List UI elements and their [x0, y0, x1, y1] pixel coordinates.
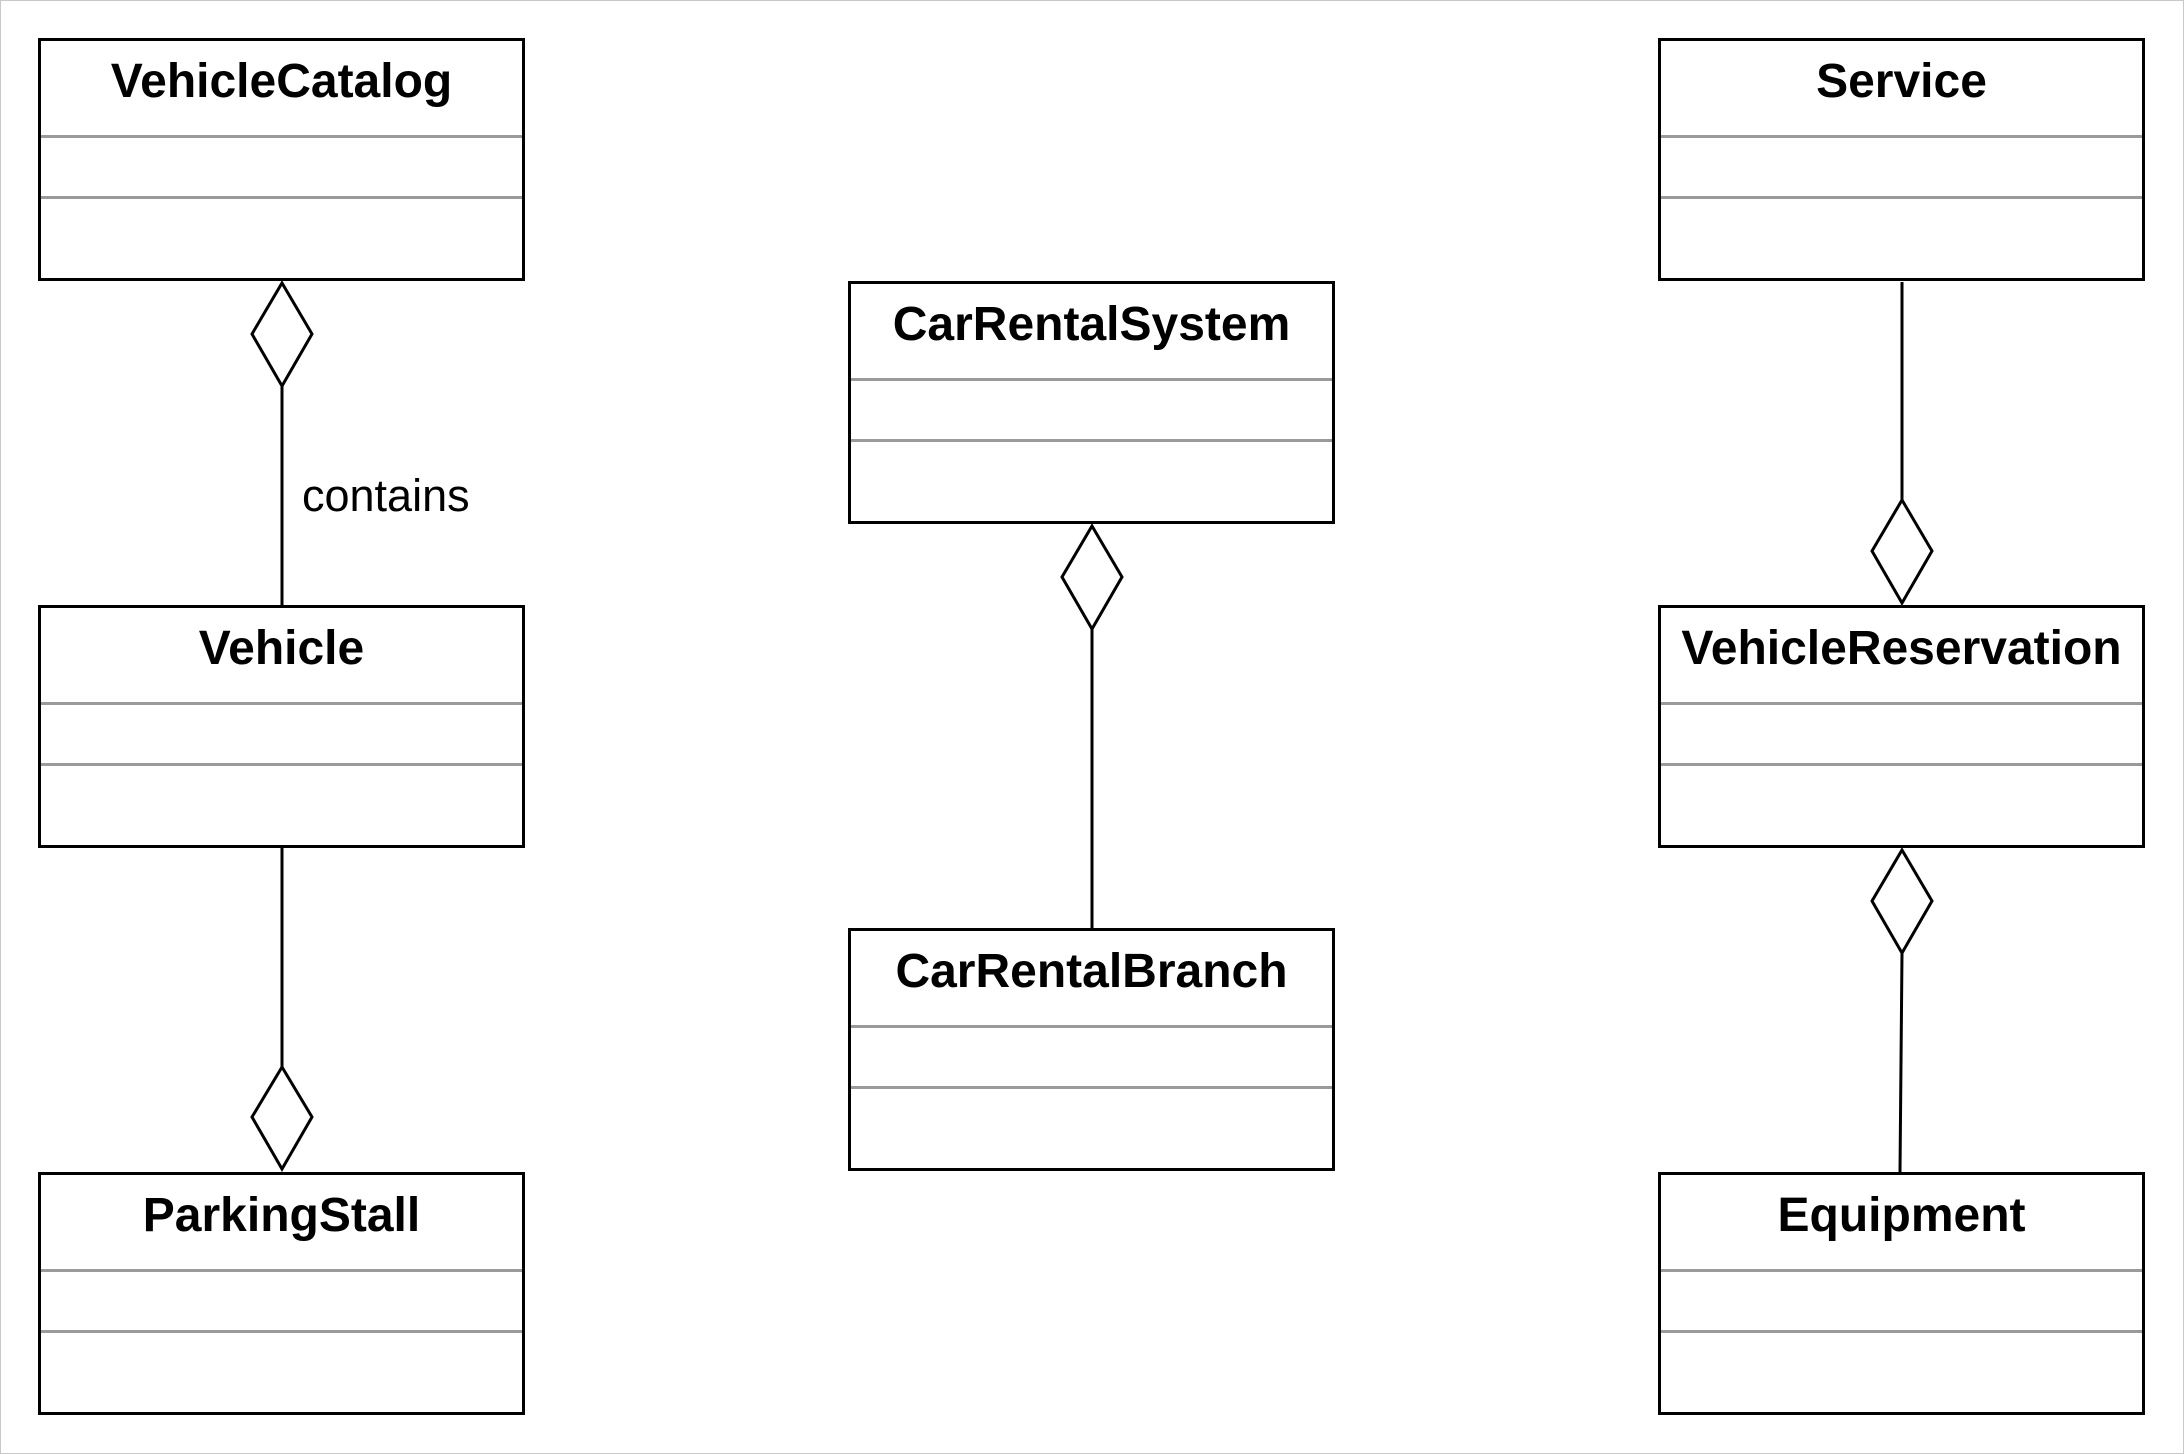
attributes-separator	[41, 135, 522, 138]
operations-separator	[851, 439, 1332, 442]
operations-separator	[41, 196, 522, 199]
attributes-separator	[1661, 135, 2142, 138]
attributes-separator	[41, 1269, 522, 1272]
operations-separator	[1661, 196, 2142, 199]
class-name: Vehicle	[198, 622, 365, 675]
operations-separator	[851, 1086, 1332, 1089]
aggregation-diamond-icon	[250, 280, 314, 390]
operations-separator	[1661, 763, 2142, 766]
class-box-carrentalsystem[interactable]: CarRentalSystem	[848, 281, 1335, 524]
edge-vehiclecatalog-vehicle	[250, 280, 314, 605]
class-name: VehicleReservation	[1681, 622, 2122, 675]
class-box-vehiclecatalog[interactable]: VehicleCatalog	[38, 38, 525, 281]
aggregation-diamond-icon	[250, 1064, 314, 1173]
edge-vehicle-parkingstall	[250, 848, 314, 1173]
class-name: ParkingStall	[142, 1189, 421, 1242]
class-box-vehiclereservation[interactable]: VehicleReservation	[1658, 605, 2145, 848]
attributes-separator	[851, 378, 1332, 381]
attributes-separator	[1661, 1269, 2142, 1272]
operations-separator	[1661, 1330, 2142, 1333]
class-box-equipment[interactable]: Equipment	[1658, 1172, 2145, 1415]
attributes-separator	[41, 702, 522, 705]
operations-separator	[41, 1330, 522, 1333]
class-name: CarRentalBranch	[895, 945, 1288, 998]
attributes-separator	[851, 1025, 1332, 1028]
aggregation-diamond-icon	[1870, 847, 1934, 957]
edge-vehiclereservation-equipment	[1870, 847, 1934, 1173]
class-box-service[interactable]: Service	[1658, 38, 2145, 281]
edge-carrentalsystem-carrentalbranch	[1060, 523, 1124, 928]
operations-separator	[41, 763, 522, 766]
attributes-separator	[1661, 702, 2142, 705]
class-name: CarRentalSystem	[892, 298, 1291, 351]
class-box-carrentalbranch[interactable]: CarRentalBranch	[848, 928, 1335, 1171]
edge-service-vehiclereservation	[1870, 282, 1934, 607]
relation-label-contains: contains	[302, 470, 470, 521]
class-box-parkingstall[interactable]: ParkingStall	[38, 1172, 525, 1415]
association-line	[1898, 952, 1904, 1173]
aggregation-diamond-icon	[1060, 523, 1124, 633]
class-box-vehicle[interactable]: Vehicle	[38, 605, 525, 848]
class-name: Service	[1816, 55, 1987, 108]
aggregation-diamond-icon	[1870, 497, 1934, 607]
class-name: VehicleCatalog	[110, 55, 453, 108]
class-name: Equipment	[1777, 1189, 2026, 1242]
